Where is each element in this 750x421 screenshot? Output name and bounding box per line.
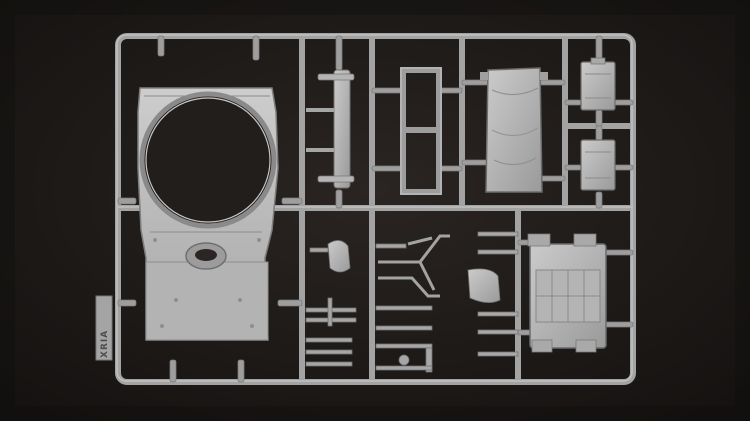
sprue-gates: [117, 35, 634, 383]
small-parts-middle: [375, 243, 433, 373]
rear-deck-part: [527, 233, 607, 353]
jerry-can-top-part: [580, 57, 616, 111]
small-parts-left: [305, 240, 357, 367]
track-guard-bar-part: [306, 69, 355, 189]
sprue-letter-tab: XRIA: [95, 295, 113, 361]
upper-hull-part: [137, 87, 279, 341]
shackle-parts: [467, 231, 519, 357]
wire-brackets-part: [378, 234, 450, 298]
jerry-can-bottom-part: [580, 139, 616, 191]
stowage-plate-part: [480, 67, 548, 193]
sprue-marking: XRIA: [100, 330, 110, 358]
turret-ring-opening: [139, 91, 277, 229]
ladder-frame-part: [400, 67, 442, 195]
ladder-frame-highlight: [400, 67, 442, 195]
